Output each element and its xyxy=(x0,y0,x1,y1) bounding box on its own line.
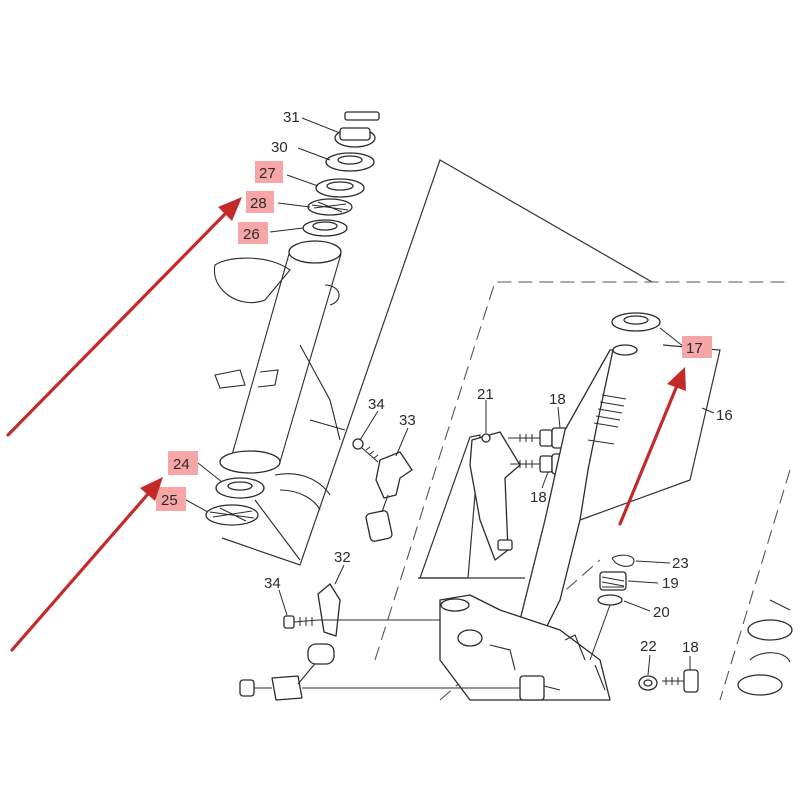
red-arrow-upper-left xyxy=(6,197,242,437)
callout-23: 23 xyxy=(672,555,689,572)
bearing-cover-28 xyxy=(307,198,353,216)
callout-27: 27 xyxy=(259,165,276,182)
callout-19: 19 xyxy=(662,575,679,592)
callout-33: 33 xyxy=(399,412,416,429)
callout-18-lower: 18 xyxy=(682,639,699,656)
bracket-21 xyxy=(469,431,521,561)
ring-nut-27 xyxy=(315,178,365,198)
callout-24: 24 xyxy=(173,456,190,473)
top-nut-31 xyxy=(334,111,380,148)
bracket-32 xyxy=(317,583,341,637)
callout-18-middle: 18 xyxy=(530,489,547,506)
clip-23 xyxy=(611,554,635,567)
callout-30: 30 xyxy=(271,139,288,156)
steering-stem-outline xyxy=(221,159,653,566)
highlight-25 xyxy=(156,487,186,511)
leader-lines xyxy=(185,117,715,676)
nut-22 xyxy=(638,675,658,691)
right-dashed-edge xyxy=(719,469,791,701)
bearing-race-26 xyxy=(302,219,348,237)
callout-17: 17 xyxy=(686,340,703,357)
bolt-34-lower xyxy=(283,615,319,629)
fork-clamp-right xyxy=(737,599,793,696)
callout-28: 28 xyxy=(250,195,267,212)
seal-25 xyxy=(205,504,259,526)
callout-20: 20 xyxy=(653,604,670,621)
highlight-17 xyxy=(682,336,712,358)
seal-17 xyxy=(611,312,661,332)
callout-25: 25 xyxy=(161,492,178,509)
washer-30 xyxy=(325,152,375,172)
highlight-24 xyxy=(168,451,198,475)
leader-axis-19 xyxy=(589,604,611,661)
red-arrow-lower-left xyxy=(10,477,163,652)
callout-16: 16 xyxy=(716,407,733,424)
under-bracket xyxy=(439,594,611,701)
highlight-27 xyxy=(255,161,283,183)
bolt-18-upper-a xyxy=(508,427,571,449)
callout-34-upper: 34 xyxy=(368,396,385,413)
callout-32: 32 xyxy=(334,549,351,566)
cable-guide-33 xyxy=(365,451,413,542)
washer-20 xyxy=(597,594,623,606)
bolt-34-upper xyxy=(352,438,379,463)
callout-22: 22 xyxy=(640,638,657,655)
lower-bracket-dashed-outline xyxy=(374,281,790,661)
red-arrow-right xyxy=(618,367,686,526)
bearing-24 xyxy=(215,477,265,499)
bolt-18-lower xyxy=(662,669,699,693)
callout-34-lower: 34 xyxy=(264,575,281,592)
spring-19 xyxy=(599,571,627,591)
head-pipe xyxy=(213,240,346,561)
highlight-28 xyxy=(246,191,274,213)
callout-18-upper: 18 xyxy=(549,391,566,408)
callout-31: 31 xyxy=(283,109,300,126)
lower-clamp xyxy=(239,643,545,701)
callout-26: 26 xyxy=(243,226,260,243)
highlight-26 xyxy=(238,222,268,244)
callout-21: 21 xyxy=(477,386,494,403)
